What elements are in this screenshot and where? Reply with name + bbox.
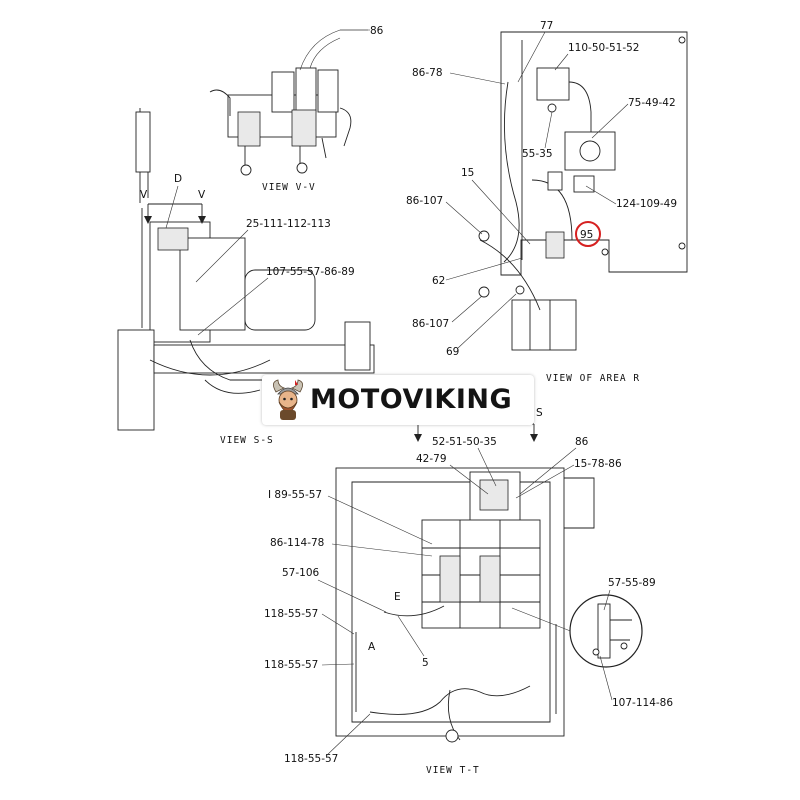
view-s-s-assembly bbox=[117, 108, 375, 431]
callout-57-55-89: 57-55-89 bbox=[608, 577, 656, 589]
highlight-circle-95 bbox=[575, 221, 601, 247]
callout-e: E bbox=[394, 591, 401, 603]
callout-55-35: 55-35 bbox=[522, 148, 553, 160]
callout-110-50-51-52: 110-50-51-52 bbox=[568, 42, 640, 54]
callout-189-55-57: I 89-55-57 bbox=[268, 489, 322, 501]
detail-zoom-content bbox=[592, 603, 632, 659]
view-area-r-label: VIEW OF AREA R bbox=[546, 373, 640, 384]
callout-107-55-57-86-89: 107-55-57-86-89 bbox=[266, 266, 355, 278]
section-marker-s: S bbox=[536, 407, 543, 419]
callout-107-114-86: 107-114-86 bbox=[612, 697, 673, 709]
callout-62: 62 bbox=[432, 275, 445, 287]
view-v-v-label: VIEW V-V bbox=[262, 182, 316, 193]
callout-57-106: 57-106 bbox=[282, 567, 320, 579]
view-t-t-label: VIEW T-T bbox=[426, 765, 480, 776]
callout-42-79: 42-79 bbox=[416, 453, 447, 465]
brand-banner bbox=[262, 375, 534, 425]
callout-a: A bbox=[368, 641, 376, 653]
callout-118-55-57-b: 118-55-57 bbox=[264, 659, 318, 671]
callout-86-114-78: 86-114-78 bbox=[270, 537, 324, 549]
callout-52-51-50-35: 52-51-50-35 bbox=[432, 436, 497, 448]
view-s-s-label: VIEW S-S bbox=[220, 435, 274, 446]
callout-118-55-57-c: 118-55-57 bbox=[284, 753, 338, 765]
view-v-v-assembly bbox=[209, 29, 370, 176]
callout-118-55-57-a: 118-55-57 bbox=[264, 608, 318, 620]
callout-86-top: 86 bbox=[370, 25, 384, 37]
view-area-r-assembly bbox=[478, 31, 688, 351]
section-marker-v-right: V bbox=[198, 189, 206, 201]
callout-15-78-86: 15-78-86 bbox=[574, 458, 622, 470]
callout-86-107-b: 86-107 bbox=[412, 318, 449, 330]
section-marker-v-left: V bbox=[140, 189, 148, 201]
viking-mascot-logo-icon bbox=[273, 379, 303, 420]
callout-25-111-112-113: 25-111-112-113 bbox=[246, 218, 331, 230]
callout-86-107-a: 86-107 bbox=[406, 195, 443, 207]
callout-15: 15 bbox=[461, 167, 474, 179]
callout-77: 77 bbox=[540, 20, 553, 32]
section-marker-d: D bbox=[174, 173, 182, 185]
callout-124-109-49: 124-109-49 bbox=[616, 198, 677, 210]
callout-86-mid: 86 bbox=[575, 436, 589, 448]
callout-86-78: 86-78 bbox=[412, 67, 443, 79]
brand-name: MOTOVIKING bbox=[310, 384, 513, 415]
callout-95: 95 bbox=[580, 229, 593, 241]
callout-75-49-42: 75-49-42 bbox=[628, 97, 676, 109]
callout-5: 5 bbox=[422, 657, 429, 669]
view-t-t-assembly bbox=[335, 467, 595, 743]
callout-69: 69 bbox=[446, 346, 459, 358]
